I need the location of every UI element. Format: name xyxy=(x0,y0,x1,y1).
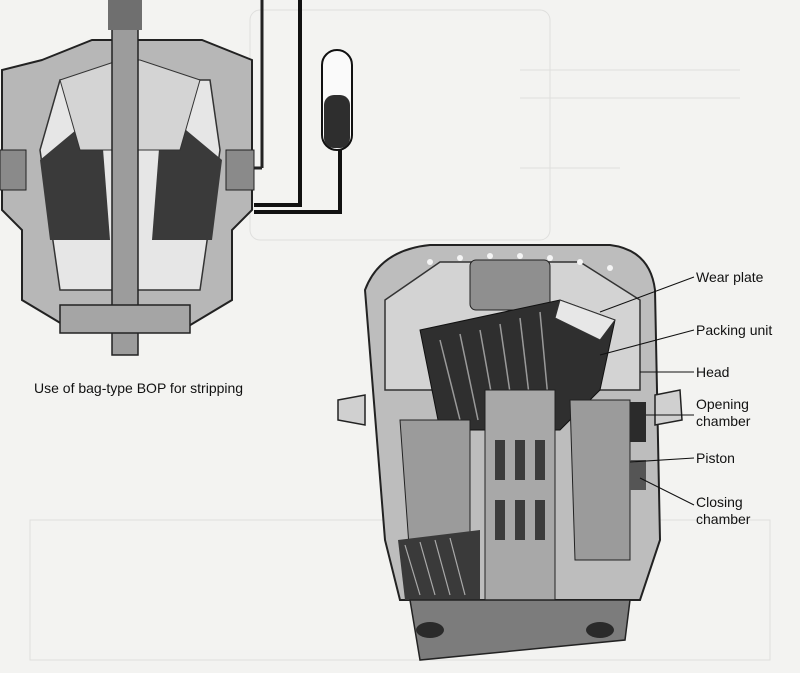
pipe-string xyxy=(111,0,139,356)
lifting-lug-right xyxy=(654,389,683,426)
label-opening-chamber-line1: Opening xyxy=(696,396,749,412)
stripping-caption: Use of bag-type BOP for stripping xyxy=(34,380,244,396)
lifting-lug-left xyxy=(337,394,366,426)
lower-ribs xyxy=(398,530,480,600)
bottom-flange xyxy=(59,304,191,334)
hydraulic-line-3 xyxy=(254,145,342,214)
label-piston: Piston xyxy=(696,450,735,466)
label-packing-unit: Packing unit xyxy=(696,322,773,338)
leader-piston xyxy=(629,457,695,463)
closing-chamber xyxy=(630,460,646,490)
wear-plate xyxy=(554,299,616,341)
leader-packing-unit xyxy=(599,329,695,356)
stripping-bop-diagram xyxy=(0,0,353,356)
annular-bop-cutaway xyxy=(337,244,695,661)
hydraulic-line-2 xyxy=(254,0,302,207)
bolt-ring xyxy=(427,253,613,271)
central-bore xyxy=(469,259,551,311)
leader-wear-plate xyxy=(599,276,695,313)
leader-closing-chamber xyxy=(639,477,695,506)
base-flange xyxy=(409,599,631,661)
label-closing-chamber-line2: chamber xyxy=(696,511,751,527)
label-head: Head xyxy=(696,364,730,380)
opening-chamber xyxy=(630,402,646,442)
label-wear-plate: Wear plate xyxy=(696,269,764,285)
label-closing-chamber-line1: Closing xyxy=(696,494,743,510)
label-opening-chamber-line2: chamber xyxy=(696,413,751,429)
